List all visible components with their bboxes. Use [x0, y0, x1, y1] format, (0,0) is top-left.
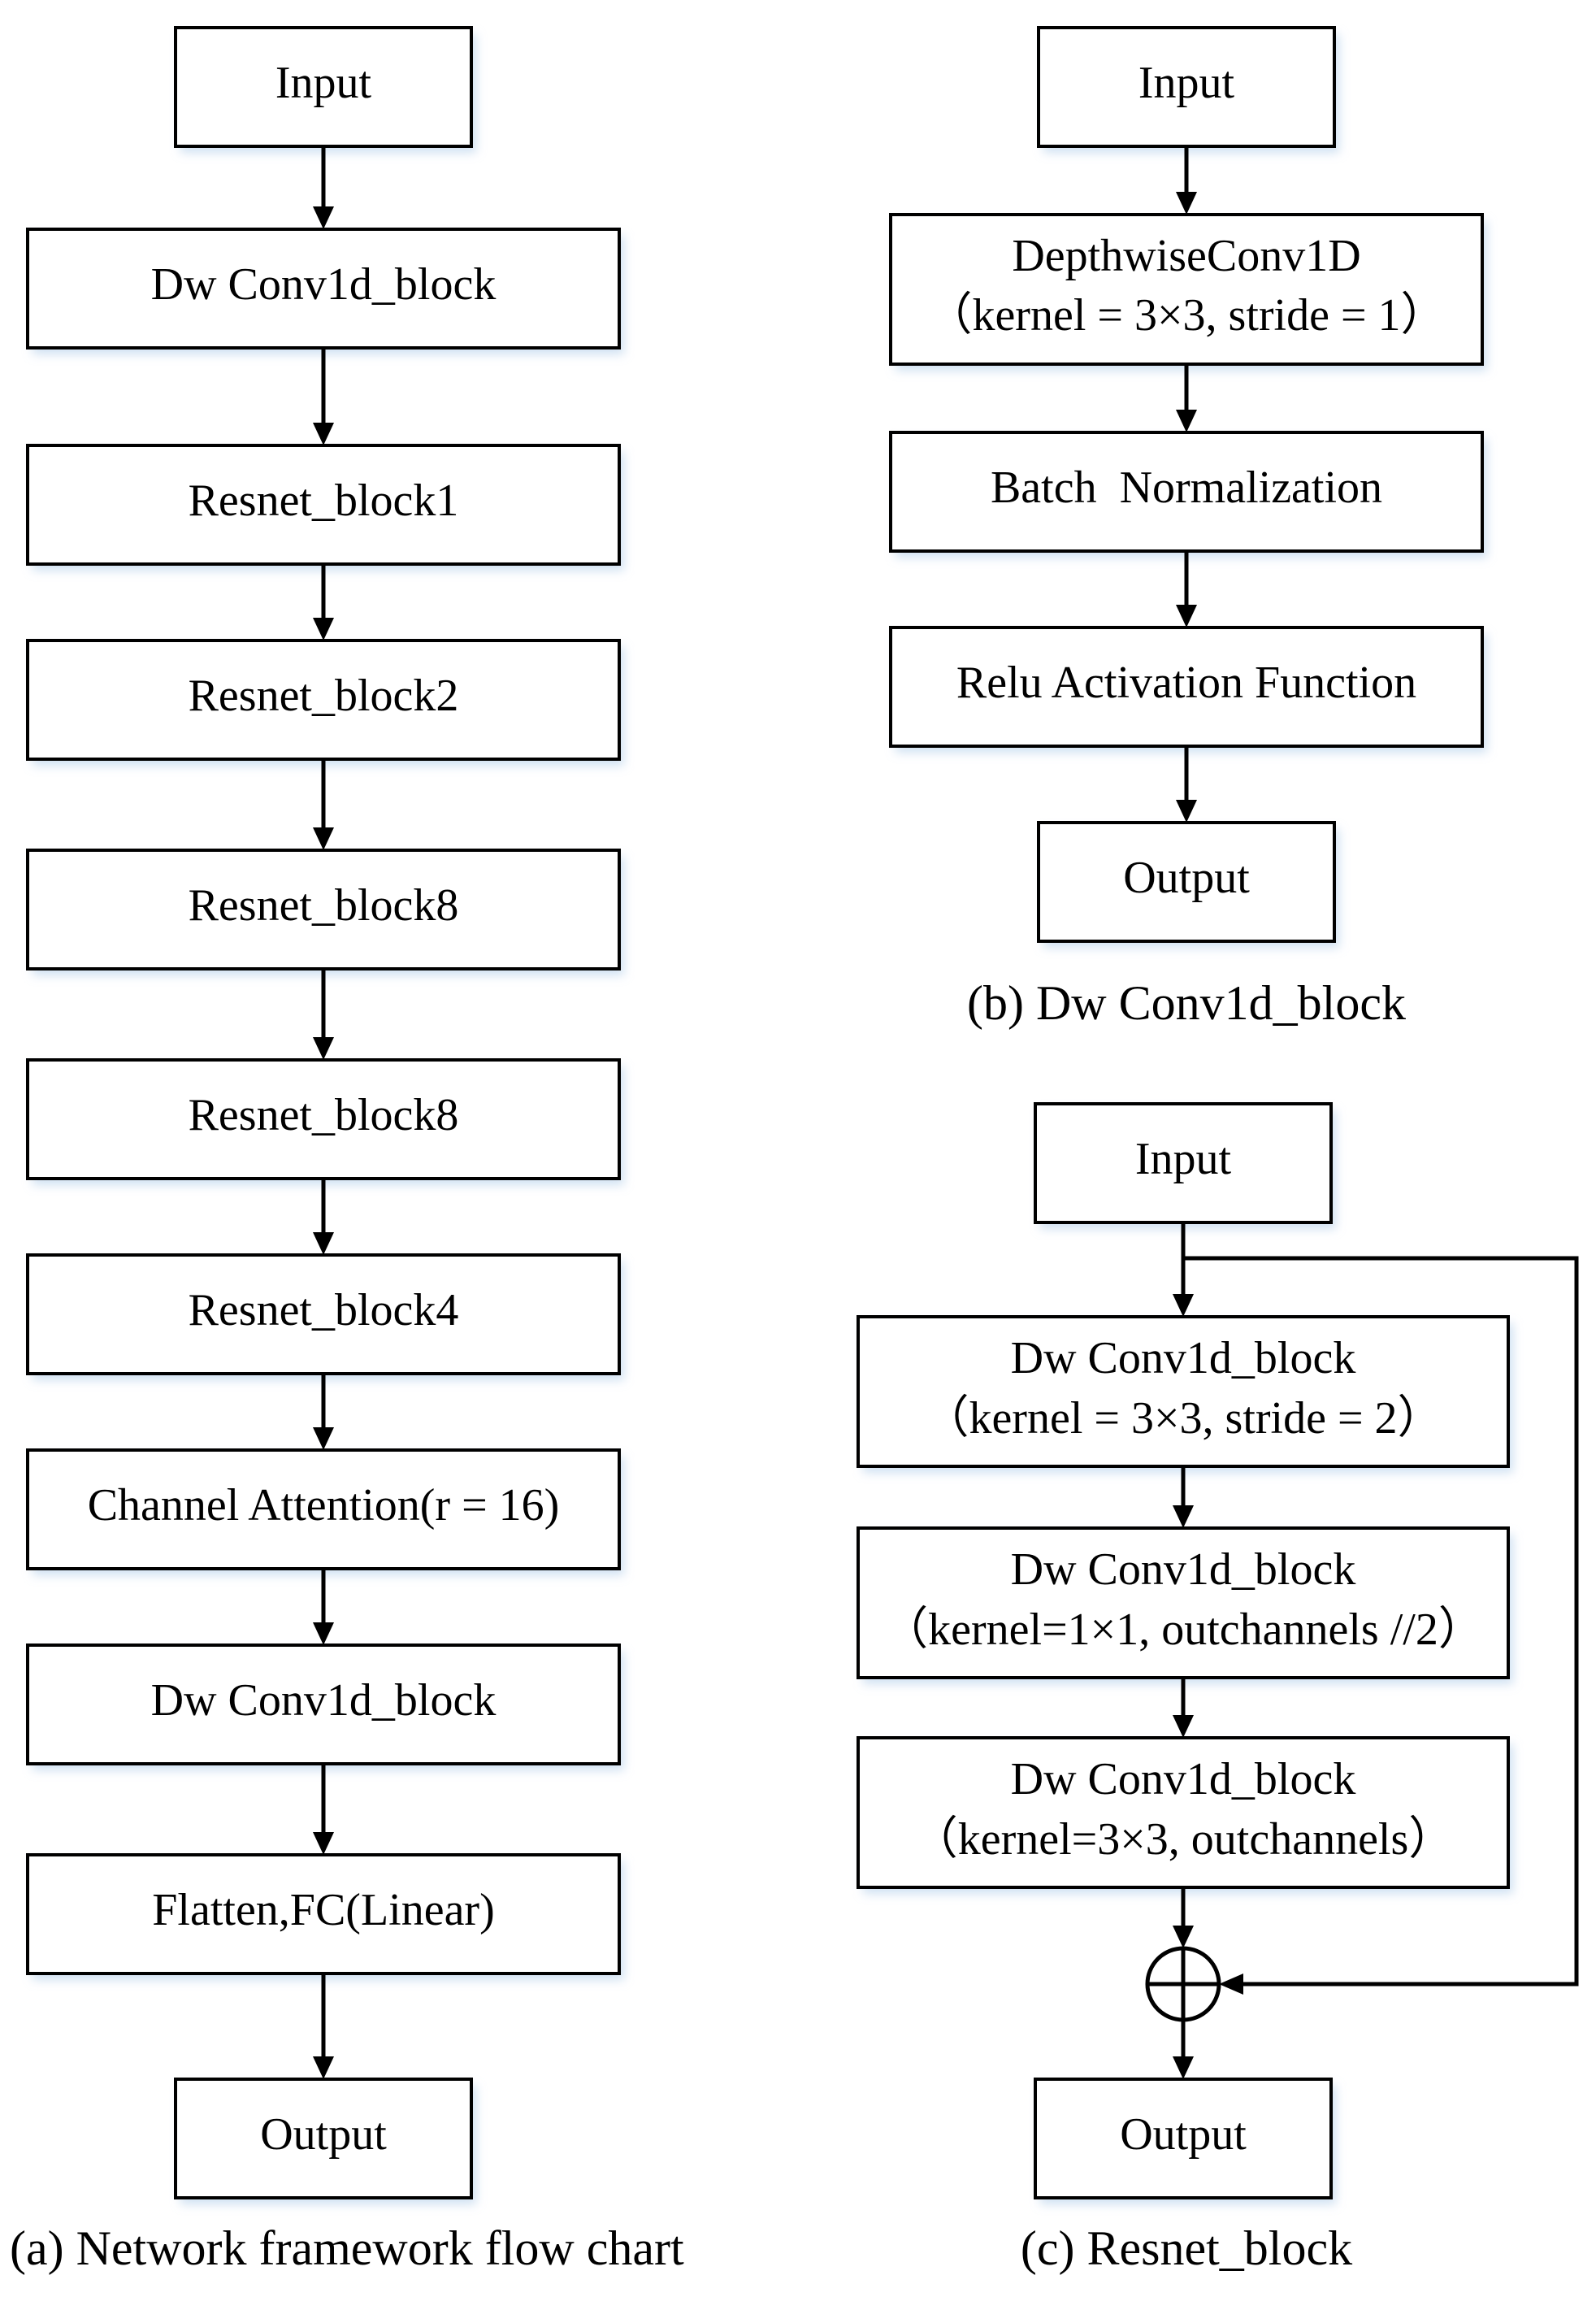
arrows-a [313, 146, 334, 2079]
caption-b: (b) Dw Conv1d_block [967, 976, 1406, 1030]
label-depthwise-line2: （kernel = 3×3, stride = 1） [926, 290, 1446, 341]
label-dw1-line1: Dw Conv1d_block [1011, 1333, 1356, 1383]
box-output-b: Output [1037, 821, 1336, 943]
box-resnet-block8-second: Resnet_block8 [26, 1058, 621, 1180]
label-flatten-fc: Flatten,FC(Linear) [152, 1885, 494, 1935]
caption-a: (a) Network framework flow chart [10, 2221, 684, 2275]
flow-c: Input Dw Conv1d_block （kernel = 3×3, str… [857, 1102, 1579, 2275]
label-dw3-line1: Dw Conv1d_block [1011, 1754, 1356, 1804]
label-resnet-block8-second: Resnet_block8 [189, 1090, 459, 1140]
box-dw-conv1d-3x3: Dw Conv1d_block （kernel=3×3, outchannels… [857, 1736, 1510, 1889]
label-output-b: Output [1123, 853, 1250, 903]
skip-connection [1183, 1256, 1579, 1995]
box-flatten-fc: Flatten,FC(Linear) [26, 1853, 621, 1975]
caption-c: (c) Resnet_block [1021, 2221, 1352, 2275]
box-resnet-block1: Resnet_block1 [26, 444, 621, 566]
arrows-b [1176, 146, 1197, 823]
label-output-c: Output [1120, 2109, 1247, 2160]
box-resnet-block2: Resnet_block2 [26, 639, 621, 761]
label-dw2-line2: （kernel=1×1, outchannels //2） [883, 1604, 1484, 1655]
box-dw-conv1d-block-a: Dw Conv1d_block [26, 228, 621, 350]
label-batch-normalization: Batch Normalization [991, 462, 1382, 513]
box-input-b: Input [1037, 26, 1336, 148]
box-resnet-block4: Resnet_block4 [26, 1253, 621, 1375]
label-output-a: Output [260, 2109, 387, 2160]
label-dw3-line2: （kernel=3×3, outchannels） [913, 1814, 1455, 1865]
box-input-a: Input [174, 26, 473, 148]
label-dw-conv1d-block-a2: Dw Conv1d_block [151, 1675, 497, 1726]
label-resnet-block4: Resnet_block4 [189, 1285, 459, 1335]
flow-b: Input DepthwiseConv1D （kernel = 3×3, str… [889, 26, 1487, 1030]
sum-node-icon [1145, 1946, 1221, 2022]
box-input-c: Input [1034, 1102, 1333, 1224]
box-dw-conv1d-1x1: Dw Conv1d_block （kernel=1×1, outchannels… [857, 1526, 1510, 1679]
box-dw-conv1d-stride2: Dw Conv1d_block （kernel = 3×3, stride = … [857, 1315, 1510, 1468]
box-depthwise-conv1d: DepthwiseConv1D （kernel = 3×3, stride = … [889, 213, 1484, 366]
label-input-a: Input [275, 58, 372, 108]
label-depthwise-line1: DepthwiseConv1D [1012, 231, 1360, 281]
box-batch-normalization: Batch Normalization [889, 431, 1484, 553]
label-input-b: Input [1138, 58, 1235, 108]
box-resnet-block8-first: Resnet_block8 [26, 849, 621, 970]
label-resnet-block8-first: Resnet_block8 [189, 880, 459, 931]
label-resnet-block1: Resnet_block1 [189, 475, 459, 526]
label-relu-activation: Relu Activation Function [956, 658, 1416, 708]
box-output-c: Output [1034, 2078, 1333, 2199]
label-dw-conv1d-block-a: Dw Conv1d_block [151, 259, 497, 310]
flow-a: Input Dw Conv1d_block Resnet_block1 Resn… [10, 26, 684, 2275]
box-channel-attention: Channel Attention(r = 16) [26, 1448, 621, 1570]
label-resnet-block2: Resnet_block2 [189, 671, 459, 721]
label-input-c: Input [1135, 1134, 1232, 1184]
label-dw1-line2: （kernel = 3×3, stride = 2） [923, 1393, 1442, 1444]
box-output-a: Output [174, 2078, 473, 2199]
box-relu-activation: Relu Activation Function [889, 626, 1484, 748]
box-dw-conv1d-block-a2: Dw Conv1d_block [26, 1644, 621, 1765]
label-dw2-line1: Dw Conv1d_block [1011, 1544, 1356, 1595]
label-channel-attention: Channel Attention(r = 16) [88, 1480, 560, 1531]
